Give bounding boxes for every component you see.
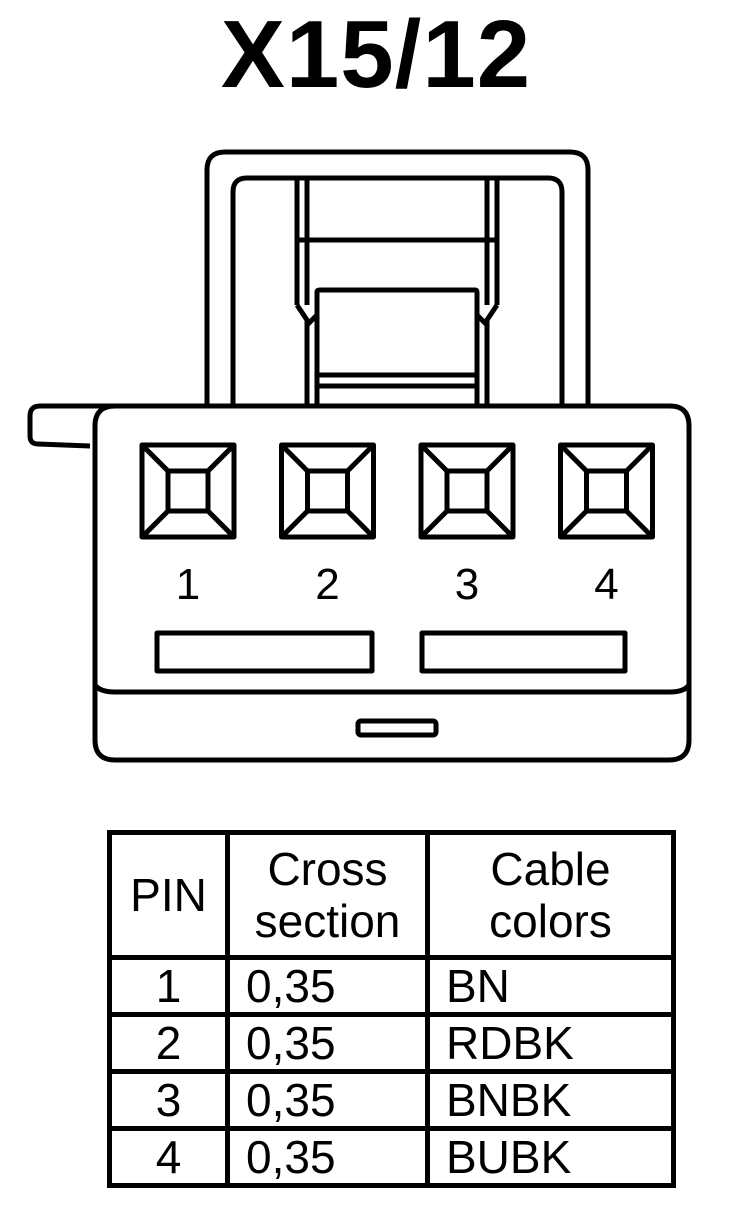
- pin-cavity: 3: [418, 442, 516, 609]
- pin-cavities: 1 2 3 4: [139, 442, 655, 609]
- header-pin: PIN: [107, 830, 230, 960]
- cell-pin: 4: [107, 1126, 230, 1188]
- keying-slot-right: [419, 630, 628, 674]
- pin-cavity: 4: [558, 442, 655, 609]
- cell-cable-color: BUBK: [425, 1126, 676, 1188]
- connector-title: X15/12: [220, 1, 532, 108]
- cell-pin: 3: [107, 1069, 230, 1131]
- keying-slot-left: [154, 630, 375, 674]
- cell-cable-color: BNBK: [425, 1069, 676, 1131]
- pin-number-label: 4: [594, 560, 618, 609]
- cell-cross-section: 0,35: [225, 1126, 430, 1188]
- latch-tab: [294, 180, 500, 408]
- cell-cross-section: 0,35: [225, 955, 430, 1017]
- latch-inner: [230, 175, 565, 408]
- connector-diagram: 1 2 3 4: [27, 149, 692, 763]
- housing-lower-ledge: [92, 683, 692, 695]
- cell-cross-section: 0,35: [225, 1069, 430, 1131]
- cell-pin: 1: [107, 955, 230, 1017]
- cell-cross-section: 0,35: [225, 1012, 430, 1074]
- cell-pin: 2: [107, 1012, 230, 1074]
- pin-number-label: 3: [455, 560, 479, 609]
- table-header-row: PIN Cross section Cable colors: [107, 830, 676, 960]
- header-cross-section: Cross section: [225, 830, 430, 960]
- cell-cable-color: RDBK: [425, 1012, 676, 1074]
- bottom-notch: [355, 718, 439, 738]
- header-cable-colors: Cable colors: [425, 830, 676, 960]
- housing-body: [92, 403, 692, 763]
- side-tab: [27, 403, 118, 449]
- pin-cavity: 2: [279, 442, 376, 609]
- pin-cavity: 1: [139, 442, 237, 609]
- cell-cable-color: BN: [425, 955, 676, 1017]
- latch-outer: [204, 149, 591, 408]
- pin-number-label: 2: [315, 560, 339, 609]
- pin-number-label: 1: [176, 560, 200, 609]
